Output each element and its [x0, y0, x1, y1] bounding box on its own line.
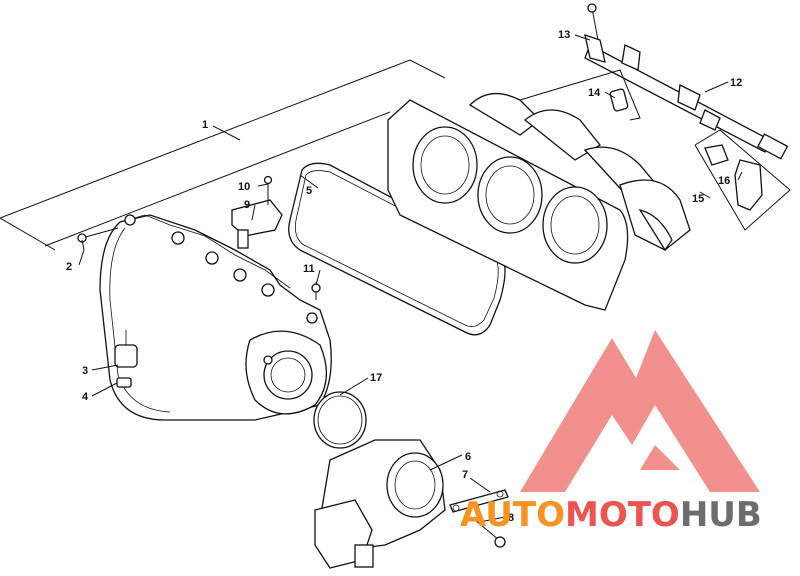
callout-15: 15	[692, 193, 704, 205]
callout-4: 4	[82, 391, 89, 403]
callout-11: 11	[303, 263, 315, 275]
callout-3: 3	[82, 365, 88, 377]
map-sensor	[231, 175, 283, 249]
o-ring	[313, 391, 367, 449]
callout-1: 1	[202, 119, 208, 131]
leader-lines	[78, 34, 743, 523]
callout-7: 7	[462, 469, 468, 481]
callout-12: 12	[730, 77, 742, 89]
callout-14: 14	[588, 87, 601, 99]
callout-13: 13	[558, 29, 570, 41]
throttle-body	[314, 439, 446, 569]
watermark-hub: HUB	[680, 495, 762, 535]
assembly-bracket	[0, 59, 446, 251]
callout-5: 5	[306, 185, 312, 197]
callout-2: 2	[66, 261, 72, 273]
watermark-inner-mark	[585, 425, 640, 470]
fuel-rail	[584, 3, 789, 160]
callout-16: 16	[718, 175, 730, 187]
callout-10: 10	[238, 181, 250, 193]
intake-plenum	[99, 214, 332, 421]
svg-text:AUTOMOTOHUB: AUTOMOTOHUB	[460, 495, 762, 535]
fuel-rail-spacer	[519, 69, 641, 121]
manifold-gasket	[288, 162, 506, 336]
callout-labels: 1 2 3 4 5 6 7 8 9 10 11 12 13 14 15 16 1…	[66, 29, 742, 524]
watermark-moto: MOTO	[565, 495, 680, 535]
watermark-logo	[520, 330, 760, 492]
callout-17: 17	[370, 372, 382, 384]
watermark-text: AUTOMOTOHUB	[460, 495, 762, 535]
bolt-8	[474, 519, 506, 548]
callout-6: 6	[465, 451, 471, 463]
intake-manifold	[387, 93, 691, 311]
throttle-bracket	[449, 489, 509, 513]
callout-8: 8	[508, 512, 514, 524]
grommet-and-nut	[114, 330, 138, 388]
watermark-triangle-mark	[520, 330, 760, 492]
callout-9: 9	[244, 199, 250, 211]
screw-2	[77, 227, 119, 243]
watermark-auto: AUTO	[460, 495, 565, 535]
